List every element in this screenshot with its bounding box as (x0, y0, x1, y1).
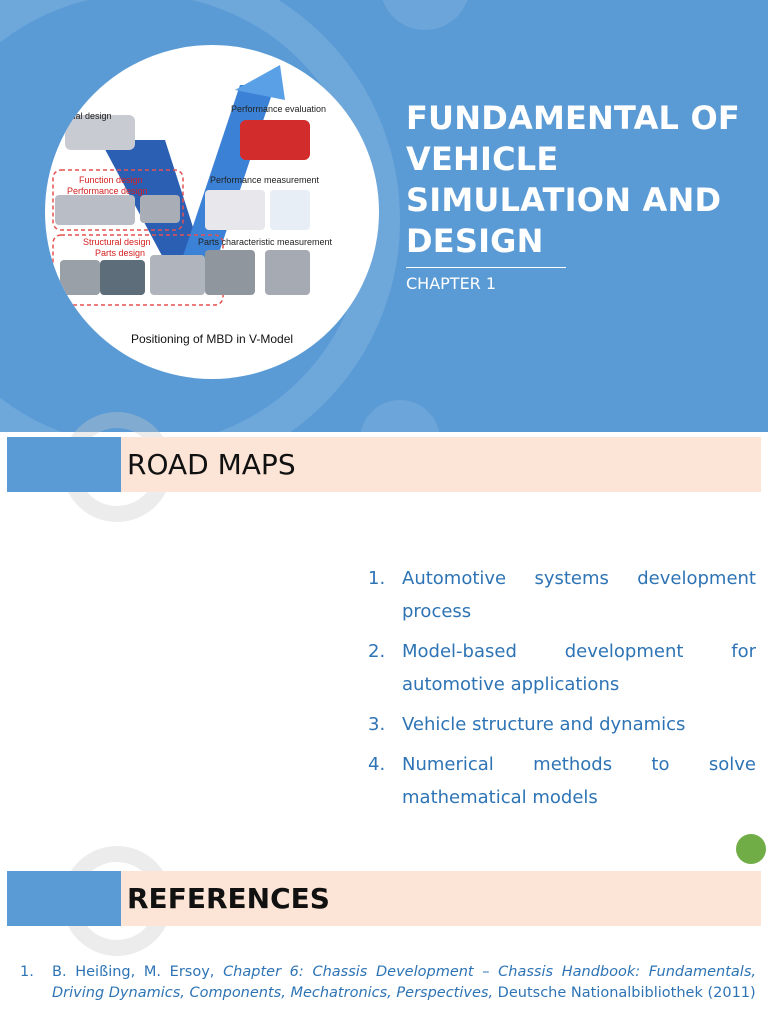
part-image (150, 255, 205, 295)
part-image (60, 260, 100, 295)
references-header: REFERENCES (7, 871, 761, 926)
header-accent (7, 437, 121, 492)
list-number: 2. (368, 641, 386, 662)
list-item: 4. Numerical methods to solve mathematica… (368, 748, 756, 814)
dashed-box (52, 169, 184, 231)
slide-title: FUNDAMENTAL OF VEHICLE SIMULATION AND DE… (406, 99, 740, 260)
title-slide: ptual design Performance evaluation Func… (0, 0, 768, 432)
section-heading: ROAD MAPS (127, 448, 296, 481)
title-divider (406, 267, 566, 268)
list-number: 3. (368, 714, 386, 735)
list-text: Vehicle structure and dynamics (402, 714, 686, 735)
figure-caption: Positioning of MBD in V-Model (130, 332, 294, 346)
slide-subtitle: CHAPTER 1 (406, 274, 497, 293)
list-text: Model-based development for automotive a… (402, 641, 756, 695)
reference-authors: B. Heißing, M. Ersoy, (52, 964, 215, 980)
green-dot (736, 834, 766, 864)
header-accent (7, 871, 121, 926)
reference-title: Chapter 6: Chassis Development – Chassis… (52, 964, 756, 1001)
car-image (240, 120, 310, 160)
figure-label: Parts design (95, 248, 146, 258)
car-image (65, 115, 135, 150)
list-item: 2. Model-based development for automotive… (368, 635, 756, 701)
figure-label: Parts characteristic measurement (198, 237, 333, 247)
reference-number: 1. (20, 964, 34, 980)
dashed-box (52, 234, 224, 306)
decorative-circle (360, 400, 440, 432)
decorative-circle (380, 0, 470, 30)
v-model-diagram (52, 65, 310, 306)
figure-label: ptual design (63, 111, 112, 121)
list-number: 1. (368, 568, 386, 589)
part-image (100, 260, 145, 295)
figure-label: Structural design (83, 237, 151, 247)
list-item: 1. Automotive systems development process (368, 562, 756, 628)
figure-label: Function design (79, 175, 143, 185)
section-heading: REFERENCES (127, 882, 330, 915)
v-arrow-head (235, 65, 285, 100)
chart-image (270, 190, 310, 230)
list-number: 4. (368, 754, 386, 775)
list-text: Automotive systems development process (402, 568, 756, 622)
reference-item: 1. B. Heißing, M. Ersoy, Chapter 6: Chas… (20, 962, 756, 1004)
roadmap-header: ROAD MAPS (7, 437, 761, 492)
figure-label: Performance measurement (210, 175, 320, 185)
figure-label: Performance design (67, 186, 148, 196)
part-image (205, 250, 255, 295)
list-text: Numerical methods to solve mathematical … (402, 754, 756, 808)
chart-image (205, 190, 265, 230)
list-item: 3. Vehicle structure and dynamics (368, 708, 756, 741)
v-model-figure: ptual design Performance evaluation Func… (45, 45, 379, 379)
component-image (140, 195, 180, 223)
part-image (265, 250, 310, 295)
reference-publisher: Deutsche Nationalbibliothek (2011) (497, 985, 756, 1001)
figure-label: Performance evaluation (231, 104, 327, 114)
roadmap-list: 1. Automotive systems development process… (368, 562, 756, 821)
chassis-image (55, 195, 135, 225)
